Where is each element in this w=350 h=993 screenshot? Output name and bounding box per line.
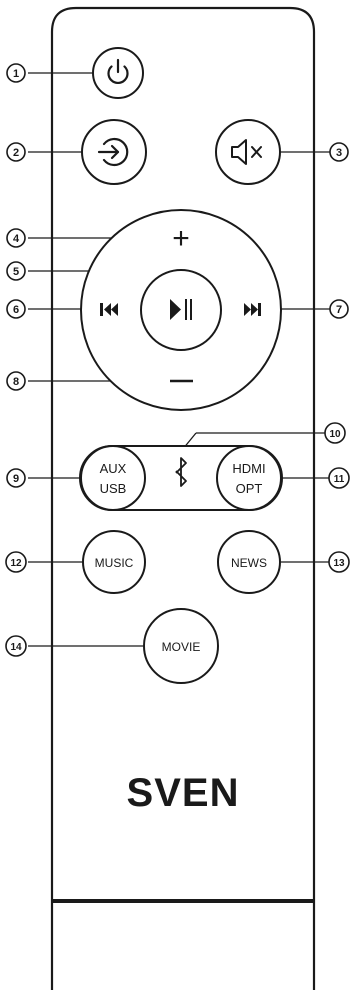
svg-text:8: 8	[13, 376, 19, 388]
callout-3: 3	[329, 142, 349, 162]
callout-1: 1	[6, 63, 26, 83]
movie-button[interactable]: MOVIE	[143, 608, 219, 684]
svg-text:14: 14	[10, 642, 22, 653]
input-source-icon	[97, 137, 129, 167]
svg-text:1: 1	[13, 68, 19, 80]
opt-label: OPT	[236, 481, 263, 496]
callout-7: 7	[329, 299, 349, 319]
callout-10: 10	[324, 422, 346, 444]
svg-text:11: 11	[334, 474, 345, 485]
callout-badges: 1 2 3 4 5 6 7 8 9 10 11 12 13 14	[5, 63, 350, 657]
svg-text:10: 10	[329, 429, 341, 440]
previous-track-icon	[100, 303, 118, 316]
svg-text:2: 2	[13, 147, 19, 159]
callout-5: 5	[6, 261, 26, 281]
hdmi-label: HDMI	[232, 461, 265, 476]
svg-text:12: 12	[10, 558, 22, 569]
remote-body-outline	[50, 6, 316, 990]
mute-icon	[231, 139, 262, 165]
power-button[interactable]	[92, 47, 144, 99]
svg-text:6: 6	[13, 304, 19, 316]
callout-4: 4	[6, 228, 26, 248]
next-track-button[interactable]	[244, 303, 261, 316]
volume-up-button[interactable]: +	[172, 222, 190, 255]
svg-text:5: 5	[13, 266, 19, 278]
bluetooth-button[interactable]	[175, 457, 187, 487]
bluetooth-icon	[175, 457, 187, 487]
svg-text:7: 7	[336, 304, 342, 316]
aux-label: AUX	[100, 461, 127, 476]
svg-text:4: 4	[13, 233, 20, 245]
hdmi-opt-button[interactable]: HDMI OPT	[216, 445, 282, 511]
svg-text:13: 13	[333, 558, 345, 569]
callout-6: 6	[6, 299, 26, 319]
news-button[interactable]: NEWS	[217, 530, 281, 594]
svg-text:3: 3	[336, 147, 342, 159]
usb-label: USB	[100, 481, 127, 496]
play-pause-icon	[170, 299, 192, 320]
aux-usb-button[interactable]: AUX USB	[80, 445, 146, 511]
callout-13: 13	[328, 551, 350, 573]
play-pause-button[interactable]	[140, 269, 222, 351]
movie-label: MOVIE	[162, 640, 201, 654]
callout-2: 2	[6, 142, 26, 162]
mute-button[interactable]	[215, 119, 281, 185]
callout-11: 11	[328, 467, 350, 489]
music-label: MUSIC	[95, 556, 134, 570]
callout-12: 12	[5, 551, 27, 573]
news-label: NEWS	[231, 556, 267, 570]
callout-8: 8	[6, 371, 26, 391]
svg-text:9: 9	[13, 473, 19, 485]
music-button[interactable]: MUSIC	[82, 530, 146, 594]
next-track-icon	[244, 303, 261, 316]
brand-logo: SVEN	[127, 771, 240, 815]
callout-9: 9	[6, 468, 26, 488]
volume-up-label: +	[172, 222, 190, 255]
power-icon	[107, 58, 129, 85]
previous-track-button[interactable]	[100, 303, 118, 316]
callout-14: 14	[5, 635, 27, 657]
input-source-button[interactable]	[81, 119, 147, 185]
